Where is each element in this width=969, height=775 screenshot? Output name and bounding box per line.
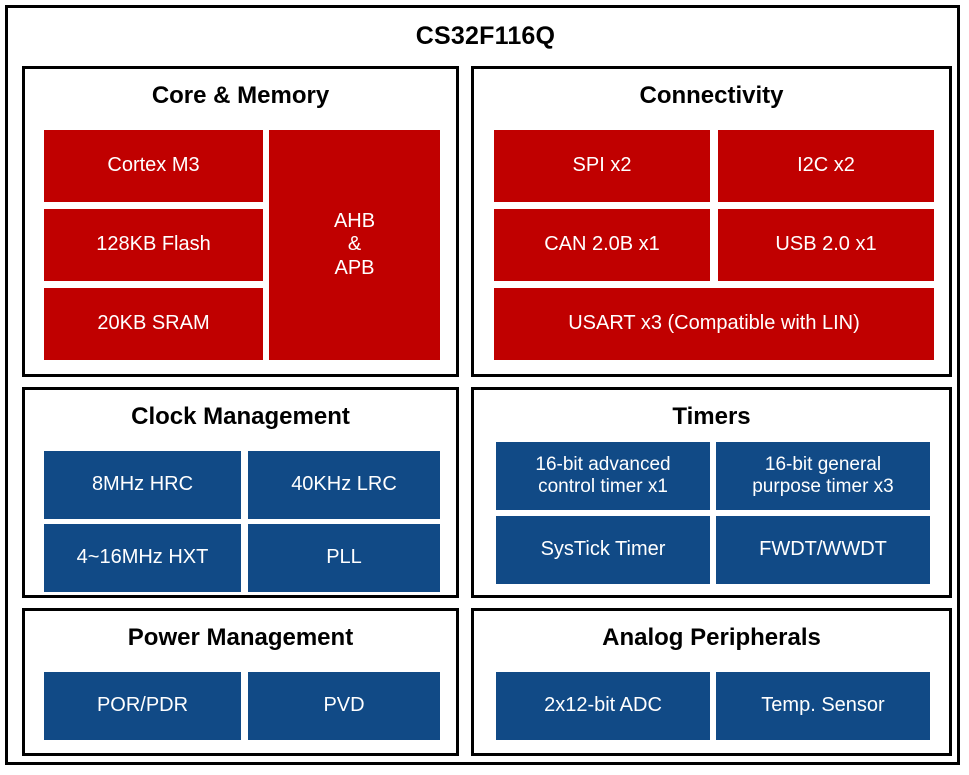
block-adc[interactable]: 2x12-bit ADC	[496, 672, 710, 740]
panel-body-connectivity: SPI x2 I2C x2 CAN 2.0B x1 USB 2.0 x1 USA…	[474, 69, 949, 374]
block-hrc[interactable]: 8MHz HRC	[44, 451, 241, 519]
block-hxt[interactable]: 4~16MHz HXT	[44, 524, 241, 592]
block-ahb-apb-line2: &	[347, 233, 362, 256]
panel-title-analog-peripherals: Analog Peripherals	[602, 624, 821, 651]
panel-body-timers: 16-bit advanced control timer x1 16-bit …	[474, 390, 949, 595]
block-advanced-control-timer-line1: 16-bit advanced	[535, 453, 671, 475]
panel-connectivity: Connectivity SPI x2 I2C x2 CAN 2.0B x1 U…	[471, 66, 952, 377]
block-systick-timer[interactable]: SysTick Timer	[496, 516, 710, 584]
block-usart[interactable]: USART x3 (Compatible with LIN)	[494, 288, 934, 360]
panel-title-core-memory: Core & Memory	[151, 82, 330, 109]
block-sram[interactable]: 20KB SRAM	[44, 288, 263, 360]
panel-clock-management: Clock Management 8MHz HRC 40KHz LRC 4~16…	[22, 387, 459, 598]
block-flash[interactable]: 128KB Flash	[44, 209, 263, 281]
block-por-pdr[interactable]: POR/PDR	[44, 672, 241, 740]
block-general-purpose-timer-line2: purpose timer x3	[752, 476, 894, 497]
block-general-purpose-timer[interactable]: 16-bit general purpose timer x3	[716, 442, 930, 510]
panel-timers: Timers 16-bit advanced control timer x1 …	[471, 387, 952, 598]
panel-body-power-management: POR/PDR PVD	[25, 611, 456, 753]
panel-analog-peripherals: Analog Peripherals 2x12-bit ADC Temp. Se…	[471, 608, 952, 756]
block-general-purpose-timer-line1: 16-bit general	[764, 453, 882, 475]
block-pll[interactable]: PLL	[248, 524, 440, 592]
block-ahb-apb[interactable]: AHB & APB	[269, 130, 440, 360]
block-i2c[interactable]: I2C x2	[718, 130, 934, 202]
block-spi[interactable]: SPI x2	[494, 130, 710, 202]
block-advanced-control-timer[interactable]: 16-bit advanced control timer x1	[496, 442, 710, 510]
panel-power-management: Power Management POR/PDR PVD	[22, 608, 459, 756]
panel-body-clock-management: 8MHz HRC 40KHz LRC 4~16MHz HXT PLL	[25, 390, 456, 595]
block-ahb-apb-line1: AHB	[333, 209, 376, 232]
panel-title-power-management: Power Management	[127, 624, 354, 651]
panel-body-core-memory: Cortex M3 128KB Flash 20KB SRAM AHB & AP…	[25, 69, 456, 374]
panel-core-memory: Core & Memory Cortex M3 128KB Flash 20KB…	[22, 66, 459, 377]
chip-outer-frame: CS32F116Q Core & Memory Cortex M3 128KB …	[5, 5, 960, 765]
block-ahb-apb-line3: APB	[334, 256, 375, 279]
panel-title-clock-management: Clock Management	[131, 403, 350, 430]
block-usb[interactable]: USB 2.0 x1	[718, 209, 934, 281]
chip-title: CS32F116Q	[415, 22, 556, 50]
block-can[interactable]: CAN 2.0B x1	[494, 209, 710, 281]
block-pvd[interactable]: PVD	[248, 672, 440, 740]
panel-body-analog-peripherals: 2x12-bit ADC Temp. Sensor	[474, 611, 949, 753]
panel-title-timers: Timers	[672, 403, 751, 430]
block-cortex-m3[interactable]: Cortex M3	[44, 130, 263, 202]
block-watchdog-timer[interactable]: FWDT/WWDT	[716, 516, 930, 584]
block-lrc[interactable]: 40KHz LRC	[248, 451, 440, 519]
panel-title-connectivity: Connectivity	[639, 82, 784, 109]
block-advanced-control-timer-line2: control timer x1	[538, 476, 668, 497]
block-temp-sensor[interactable]: Temp. Sensor	[716, 672, 930, 740]
